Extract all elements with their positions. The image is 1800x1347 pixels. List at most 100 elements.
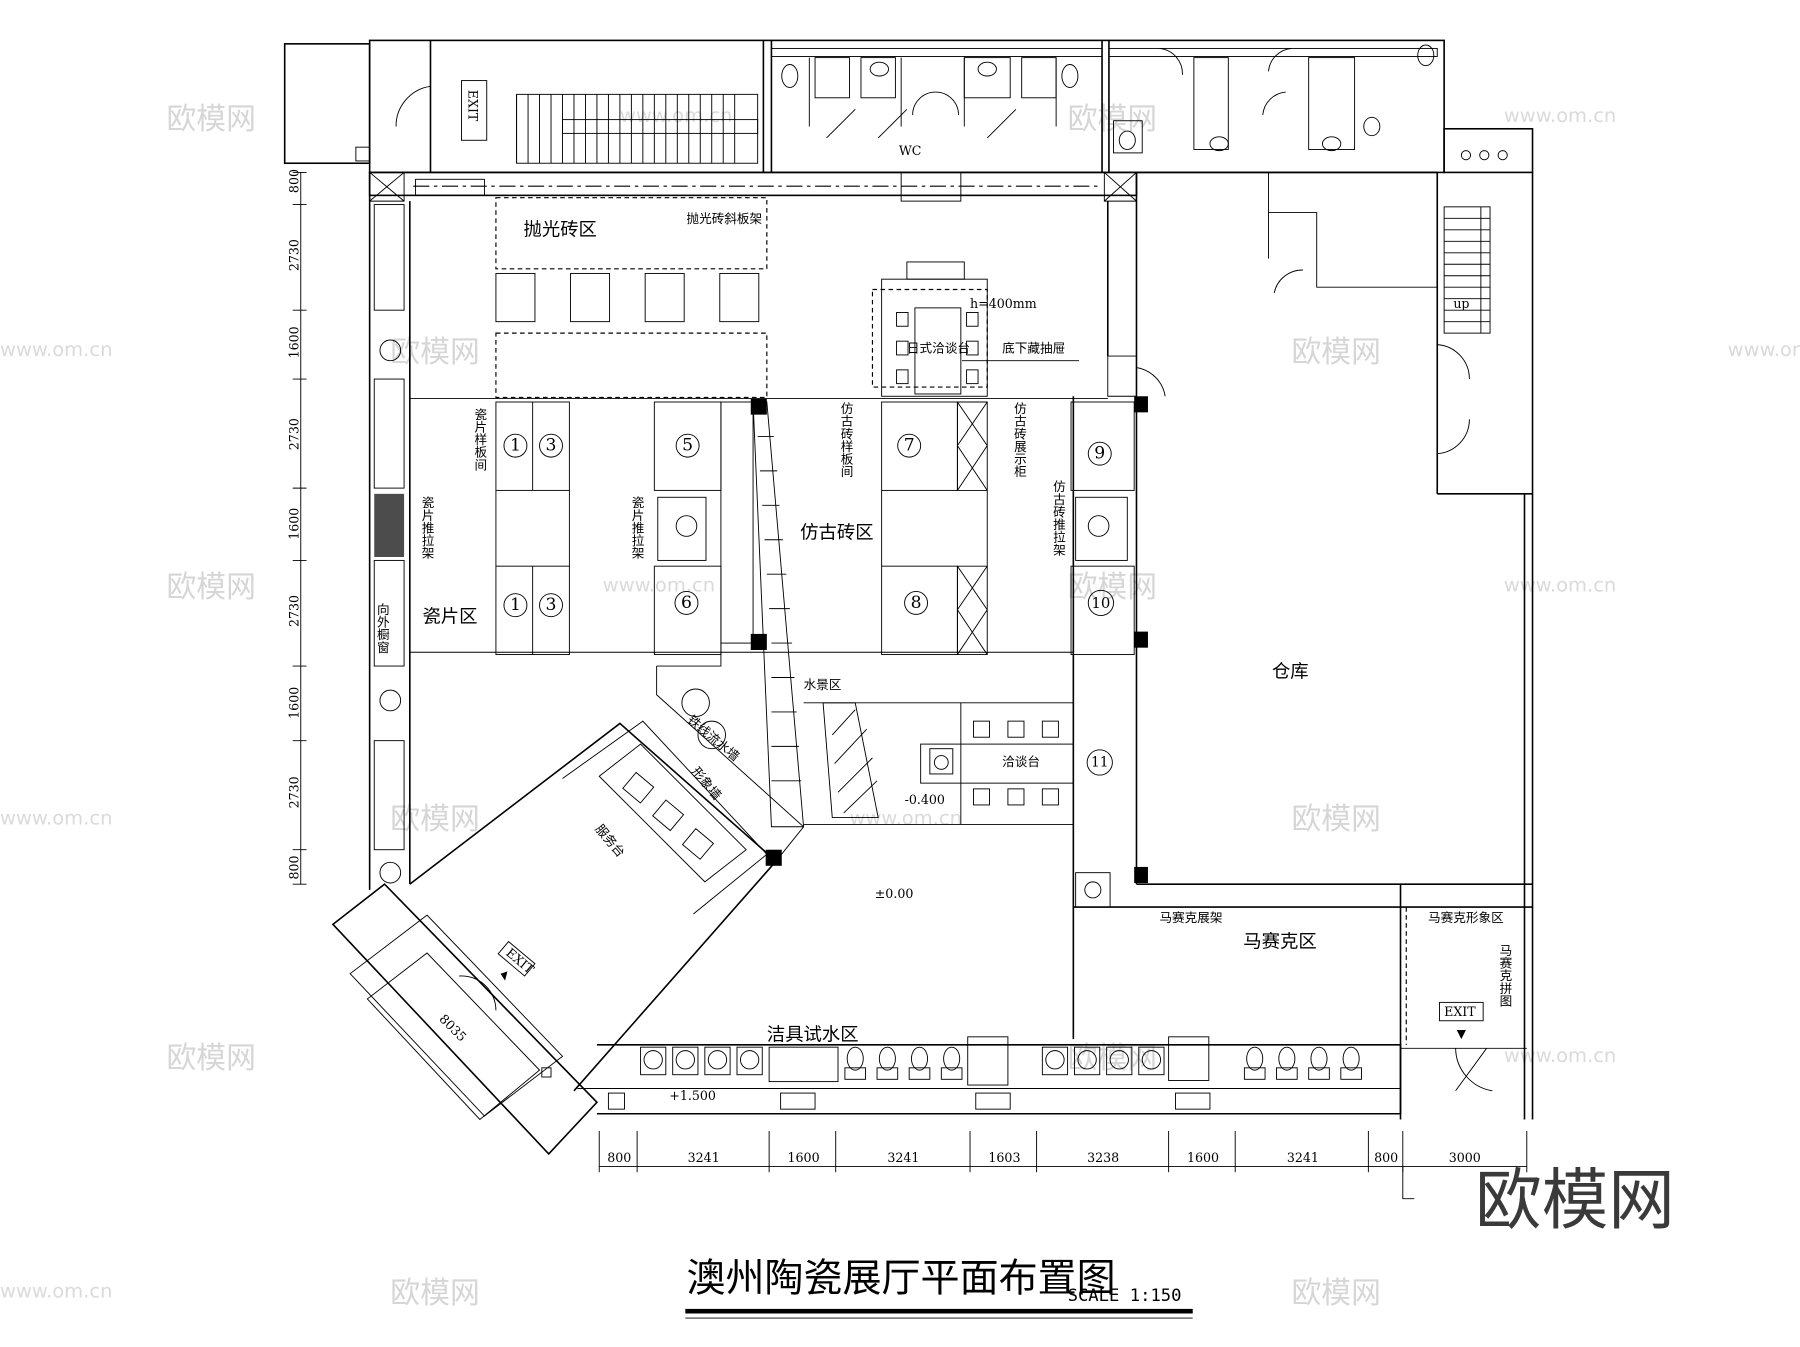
- bottom-dimensions: 800 3241 1600 3241 1603 3238 1600 3241 8…: [598, 1130, 1528, 1200]
- bay-number: 6: [681, 593, 692, 613]
- dim-left: 800: [286, 855, 301, 879]
- watermark: 欧模网: [390, 335, 479, 370]
- service-desk-area: 水景区 铁线流水墙 形象墙 服务台: [409, 643, 805, 1092]
- drawing-scale: SCALE 1:150: [1068, 1286, 1182, 1306]
- polished-zone-label: 抛光砖区: [523, 220, 596, 241]
- water-feature-label: 水景区: [804, 677, 842, 692]
- mosaic-zone-label: 马赛克区: [1243, 931, 1316, 952]
- watermark: 欧模网: [1068, 102, 1157, 137]
- bay-number: 5: [682, 436, 693, 456]
- sanitary-test-zone: 洁具试水区 +1.500: [577, 1024, 1402, 1115]
- stair-up-label: up: [1453, 296, 1469, 311]
- drawing-title-text: 澳州陶瓷展厅平面布置图: [686, 1257, 1115, 1302]
- drawer-note: 底下藏抽屉: [1002, 341, 1065, 356]
- dim-bottom: 3241: [688, 1150, 720, 1165]
- exit-sign-top: EXIT: [465, 90, 480, 122]
- service-desk-label: 服务台: [592, 821, 628, 860]
- brand-watermark: 欧模网: [1475, 1161, 1675, 1239]
- watermark-url: www.om.cn: [1728, 338, 1800, 361]
- wc-label: WC: [899, 143, 922, 158]
- watermarks: 欧模网 欧模网 欧模网 欧模网 欧模网 欧模网 欧模网 欧模网 欧模网 欧模网 …: [0, 102, 1800, 1311]
- level-plus-label: +1.500: [669, 1088, 716, 1103]
- bay-number: 9: [1094, 444, 1105, 464]
- toilets: [844, 1046, 1362, 1080]
- warehouse-label: 仓库: [1272, 662, 1309, 683]
- bay-number: 3: [546, 436, 557, 456]
- stair-top: [516, 93, 759, 164]
- warehouse-area: up 仓库: [1107, 172, 1491, 884]
- watermark-url: www.om.cn: [620, 104, 732, 127]
- japanese-negotiation-table: h=400mm 日式洽谈台 底下藏抽屉: [871, 261, 1080, 397]
- watermark-url: www.om.cn: [1504, 573, 1616, 596]
- rustic-zone-label: 仿古砖区: [800, 523, 873, 544]
- dim-left: 2730: [286, 776, 301, 808]
- left-dimensions: 800 2730 1600 2730 1600 2730 1600 2730 8…: [286, 169, 307, 885]
- watermark: 欧模网: [1291, 1276, 1380, 1311]
- dim-left: 800: [286, 169, 301, 193]
- negotiation-table-label: 洽谈台: [1002, 754, 1040, 769]
- top-service-strip: EXIT WC: [283, 39, 1534, 174]
- watermark: 欧模网: [1291, 802, 1380, 837]
- dim-bottom: 1600: [1187, 1150, 1219, 1165]
- sample-bays: 1 3 1 3 5 6 7 8 9 10 瓷片样板间 瓷片推拉架 瓷片区 瓷片推…: [409, 398, 1135, 828]
- japanese-table-label: 日式洽谈台: [907, 341, 970, 356]
- main-walls: [368, 171, 1534, 1120]
- watermark: 欧模网: [166, 570, 255, 605]
- tile-slide-rack-label: 瓷片推拉架: [630, 496, 645, 560]
- watermark-url: www.om.cn: [0, 338, 112, 361]
- watermark-url: www.om.cn: [1504, 1044, 1616, 1067]
- sanitary-test-label: 洁具试水区: [767, 1024, 859, 1045]
- watermark: 欧模网: [390, 1276, 479, 1311]
- image-wall-label: 形象墙: [689, 764, 725, 803]
- dim-left: 2730: [286, 239, 301, 271]
- basins: [640, 1046, 1165, 1076]
- bay-number: 3: [546, 595, 557, 615]
- watermark: 欧模网: [1068, 1041, 1157, 1076]
- height-note: h=400mm: [970, 296, 1037, 311]
- mosaic-image-zone-label: 马赛克形象区: [1428, 910, 1504, 925]
- tile-zone-label: 瓷片区: [422, 606, 477, 627]
- watermark-url: www.om.cn: [603, 573, 715, 596]
- dim-left: 1600: [286, 326, 301, 358]
- watermark-url: www.om.cn: [0, 806, 112, 829]
- bay-number: 1: [510, 595, 521, 615]
- rustic-slide-rack-label: 仿古砖推拉架: [1051, 480, 1066, 556]
- watermark-url: www.om.cn: [0, 1279, 112, 1302]
- tile-sample-room-label: 瓷片样板间: [472, 408, 487, 472]
- rustic-sample-room-label: 仿古砖样板间: [839, 402, 854, 478]
- tile-slide-rack-label: 瓷片推拉架: [420, 496, 435, 560]
- dim-left: 2730: [286, 418, 301, 450]
- watermark: 欧模网: [1291, 335, 1380, 370]
- dim-bottom: 800: [607, 1150, 631, 1165]
- bay-number: 1: [510, 436, 521, 456]
- mosaic-puzzle-label: 马赛克拼图: [1497, 944, 1512, 1008]
- wc-stalls: WC: [781, 44, 1435, 158]
- entrance: EXIT 8035: [331, 883, 599, 1156]
- bay-number: 7: [904, 436, 915, 456]
- dim-bottom: 3241: [1287, 1150, 1319, 1165]
- rustic-display-cabinet-label: 仿古砖展示柜: [1012, 402, 1027, 478]
- dim-bottom: 3238: [1087, 1150, 1119, 1165]
- level-zero-label: ±0.00: [875, 886, 914, 901]
- watermark: 欧模网: [390, 802, 479, 837]
- exit-sign-mosaic: EXIT: [1444, 1004, 1476, 1019]
- water-feature-area: 水景区 洽谈台 11 -0.400 ±0.00: [804, 677, 1113, 908]
- watermark: 欧模网: [1068, 570, 1157, 605]
- mosaic-zone: 马赛克展架 马赛克区 马赛克形象区 马赛克拼图 EXIT: [1159, 907, 1527, 1092]
- mosaic-rack-label: 马赛克展架: [1159, 910, 1222, 925]
- dim-left: 2730: [286, 595, 301, 627]
- dim-left: 1600: [286, 508, 301, 540]
- dim-bottom: 1603: [988, 1150, 1020, 1165]
- dim-bottom: 3000: [1449, 1150, 1481, 1165]
- watermark-url: www.om.cn: [1504, 104, 1616, 127]
- watermark-url: www.om.cn: [849, 806, 961, 829]
- dim-bottom: 3241: [887, 1150, 919, 1165]
- dim-left: 1600: [286, 687, 301, 719]
- bay-number: 11: [1091, 754, 1109, 770]
- watermark: 欧模网: [166, 102, 255, 137]
- polished-tile-zone: 抛光砖区 抛光砖斜板架: [495, 197, 768, 398]
- shop-window-label: 向外橱窗: [375, 602, 390, 654]
- water-wall-label: 铁线流水墙: [685, 712, 743, 764]
- bay-number: 10: [1091, 594, 1110, 612]
